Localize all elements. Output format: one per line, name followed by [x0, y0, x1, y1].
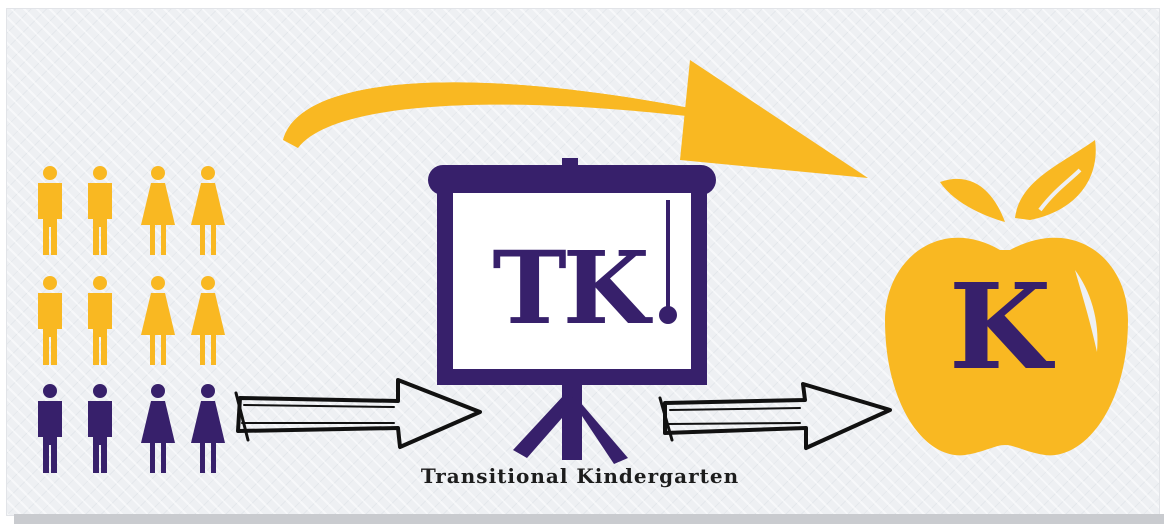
- person-icon: [138, 275, 178, 367]
- curved-arrow-icon: [283, 60, 868, 178]
- apple-icon: [885, 140, 1128, 456]
- person-icon: [138, 383, 178, 475]
- hand-drawn-arrow-icon: [234, 378, 482, 449]
- bottom-shadow: [14, 514, 1164, 524]
- person-icon: [188, 165, 228, 257]
- person-icon: [30, 275, 70, 367]
- person-icon: [188, 383, 228, 475]
- people-grid: [30, 165, 230, 480]
- hand-drawn-arrow-icon: [658, 382, 892, 450]
- person-icon: [188, 275, 228, 367]
- apple-label: K: [948, 257, 1052, 396]
- person-icon: [30, 383, 70, 475]
- projector-screen-icon: [428, 158, 716, 464]
- person-icon: [80, 165, 120, 257]
- person-icon: [80, 275, 120, 367]
- diagram-caption: Transitional Kindergarten: [420, 464, 740, 488]
- screen-label: TK: [492, 229, 649, 347]
- person-icon: [30, 165, 70, 257]
- person-icon: [80, 383, 120, 475]
- person-icon: [138, 165, 178, 257]
